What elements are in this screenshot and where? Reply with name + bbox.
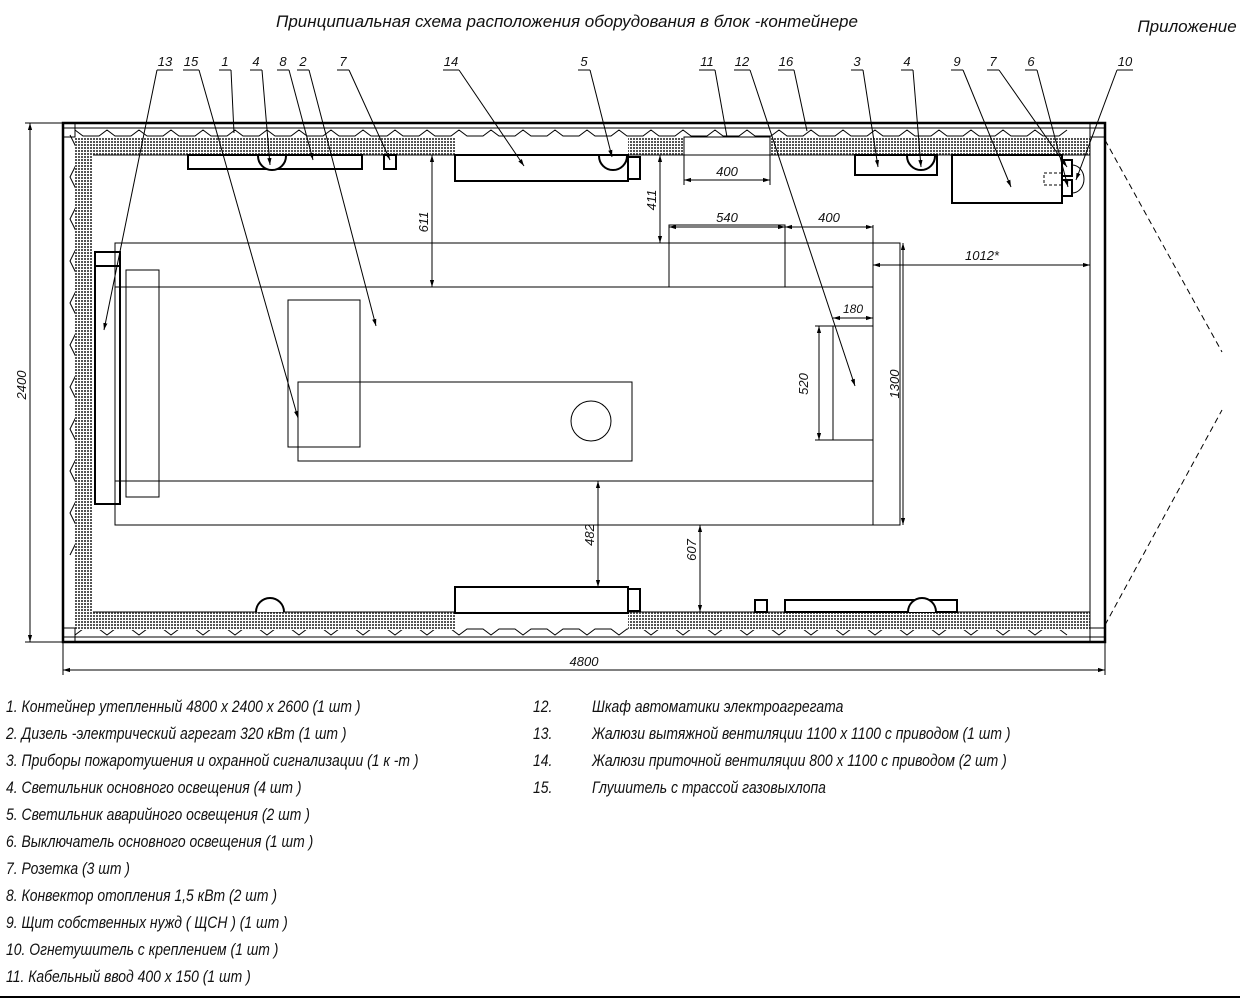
legend-item: 9. Щит собственных нужд ( ЩСН ) (1 шт ) [6,913,288,932]
svg-text:1012*: 1012* [965,248,1000,263]
svg-text:5: 5 [580,54,588,69]
legend-item: 6. Выключатель основного освещения (1 шт… [6,832,314,851]
aux-switchboard [951,154,1063,204]
svg-text:14: 14 [444,54,458,69]
callout-11: 11 [699,54,728,138]
callout-6: 6 [1025,54,1069,188]
svg-text:400: 400 [818,210,840,225]
genset-frame [114,242,901,526]
callout-12: 12 [734,54,856,387]
legend-item: 7. Розетка (3 шт ) [6,859,130,878]
svg-text:1: 1 [221,54,228,69]
callout-10: 10 [1075,54,1133,181]
svg-text:607: 607 [684,538,699,560]
legend-item: 1. Контейнер утепленный 4800 x 2400 x 26… [6,697,361,716]
callout-5: 5 [578,54,613,158]
callout-7a: 7 [337,54,391,161]
callout-7b: 7 [987,54,1068,168]
container-walls [61,121,1223,644]
svg-text:16: 16 [779,54,794,69]
svg-text:400: 400 [716,164,738,179]
supply-louver-2 [454,586,629,614]
light-1 [257,155,287,171]
callout-9: 9 [951,54,1012,188]
callout-4a: 4 [250,54,272,166]
drawing-title: Принципиальная схема расположения оборуд… [276,12,858,31]
legend-right: 12.Шкаф автоматики электроагрегата 13.Жа… [533,693,1011,801]
svg-text:520: 520 [796,372,811,394]
legend-item: 13.Жалюзи вытяжной вентиляции 1100 x 110… [533,724,1011,743]
silencer [287,299,361,448]
exhaust-louver [94,251,121,505]
genset-control-cabinet [832,325,874,441]
callouts: 13 15 1 4 8 2 7 14 5 11 12 16 3 4 9 7 6 … [103,54,1133,419]
legend-left: 1. Контейнер утепленный 4800 x 2400 x 26… [6,693,419,990]
svg-text:540: 540 [716,210,738,225]
socket-1 [383,154,397,170]
legend-item: 11. Кабельный ввод 400 x 150 (1 шт ) [6,967,251,986]
svg-text:13: 13 [158,54,173,69]
svg-text:6: 6 [1027,54,1035,69]
callout-1: 1 [219,54,235,134]
legend-item: 10. Огнетушитель с креплением (1 шт ) [6,940,279,959]
callout-15: 15 [183,54,299,419]
legend-item: 3. Приборы пожаротушения и охранной сигн… [6,751,419,770]
callout-2: 2 [297,54,377,327]
svg-text:10: 10 [1118,54,1133,69]
light-3 [907,597,937,613]
callout-4b: 4 [901,54,923,168]
svg-text:7: 7 [989,54,997,69]
legend-item: 12.Шкаф автоматики электроагрегата [533,697,844,716]
diesel-generator [114,286,874,482]
socket-3 [754,599,768,613]
emergency-light-2 [255,597,285,613]
legend-item: 15.Глушитель с трассой газовыхлопа [533,778,826,797]
svg-text:1300: 1300 [887,369,902,399]
svg-text:411: 411 [644,190,659,211]
legend-item: 5. Светильник аварийного освещения (2 шт… [6,805,310,824]
svg-text:12: 12 [735,54,750,69]
legend-item: 8. Конвектор отопления 1,5 кВт (2 шт ) [6,886,278,905]
callout-13: 13 [103,54,173,331]
legend-item: 14.Жалюзи приточной вентиляции 800 x 110… [533,751,1007,770]
svg-text:611: 611 [416,212,431,233]
callout-16: 16 [778,54,808,132]
svg-text:4: 4 [903,54,910,69]
appendix-label: Приложение [1137,17,1236,36]
callout-8: 8 [277,54,314,161]
dimensions: 2400 4800 400 411 611 540 400 1012* 180 … [14,122,1106,675]
svg-text:482: 482 [582,523,597,545]
svg-text:11: 11 [700,54,714,69]
dim-2400: 2400 [14,370,29,401]
svg-text:2: 2 [298,54,307,69]
svg-text:4: 4 [252,54,259,69]
socket-2 [1061,159,1073,177]
callout-3: 3 [851,54,880,168]
svg-text:3: 3 [853,54,861,69]
emergency-light-1 [598,155,628,171]
callout-14: 14 [443,54,525,167]
dim-4800: 4800 [570,654,600,669]
legend-item: 4. Светильник основного освещения (4 шт … [6,778,302,797]
svg-text:7: 7 [339,54,347,69]
svg-text:8: 8 [279,54,287,69]
svg-text:9: 9 [953,54,960,69]
legend-item: 2. Дизель -электрический агрегат 320 кВт… [6,724,347,743]
svg-text:15: 15 [184,54,199,69]
svg-text:180: 180 [843,302,863,316]
